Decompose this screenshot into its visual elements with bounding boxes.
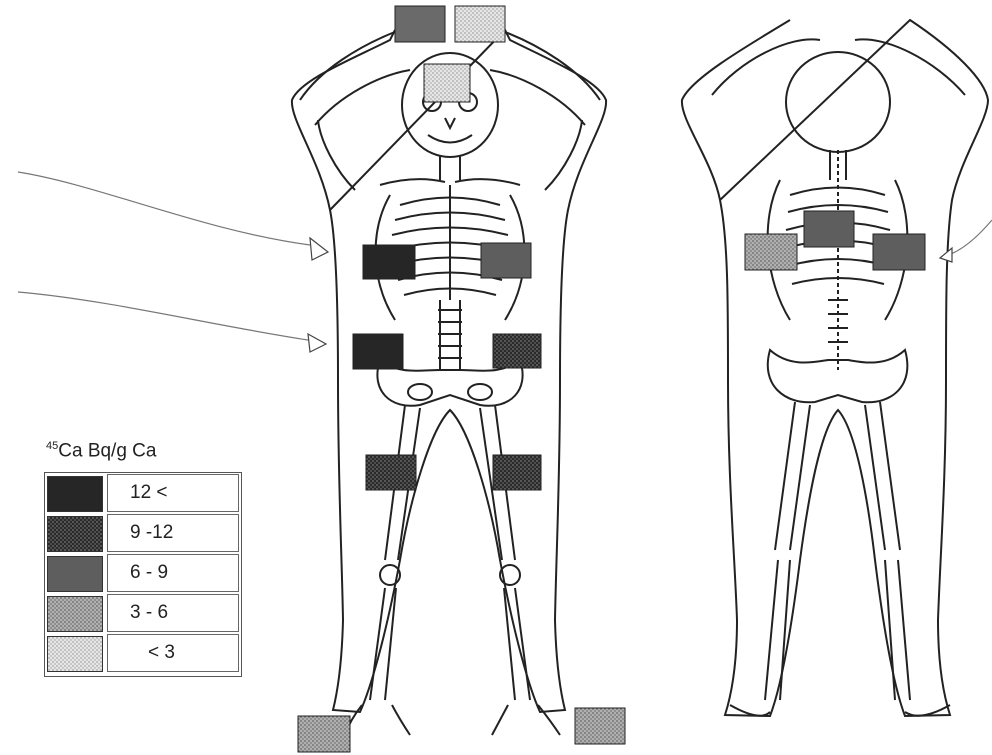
- legend-swatch-low: [47, 596, 103, 632]
- legend-swatch-high: [47, 516, 103, 552]
- sample-hip-left: [493, 334, 541, 368]
- legend-title-text: Ca Bq/g Ca: [58, 440, 156, 461]
- arrow-line-lower: [18, 292, 308, 340]
- sample-back-right: [873, 234, 925, 270]
- sample-back-left: [745, 234, 797, 270]
- legend: 12 < 9 -12 6 - 9 3 - 6 < 3: [44, 472, 242, 677]
- back-figure: [682, 20, 988, 716]
- arrow-head-lower: [308, 334, 326, 352]
- legend-label-low: 3 - 6: [107, 594, 239, 632]
- back-sample-regions: [745, 211, 925, 270]
- legend-swatch-very-low: [47, 636, 103, 672]
- legend-swatch-very-high: [47, 476, 103, 512]
- legend-row-medium: 6 - 9: [45, 553, 241, 593]
- back-body-outline: [682, 20, 988, 716]
- back-skull: [786, 52, 890, 152]
- legend-row-very-low: < 3: [45, 633, 241, 673]
- arrow-head-upper: [310, 238, 328, 260]
- sample-foot-left: [575, 708, 625, 744]
- front-sample-regions: [298, 6, 625, 752]
- front-figure: [292, 30, 606, 735]
- sample-face: [424, 64, 470, 102]
- sample-hip-right: [353, 334, 403, 369]
- legend-swatch-medium: [47, 556, 103, 592]
- sample-head-left: [395, 6, 445, 42]
- legend-label-very-low: < 3: [107, 634, 239, 672]
- back-pelvis: [768, 350, 908, 402]
- arrow-head-right: [940, 248, 952, 262]
- legend-label-medium: 6 - 9: [107, 554, 239, 592]
- arrow-line-upper: [18, 172, 310, 245]
- sample-foot-right: [298, 716, 350, 752]
- sample-chest-right: [363, 245, 415, 279]
- sample-head-right: [455, 6, 505, 42]
- legend-title: 45Ca Bq/g Ca: [46, 440, 156, 462]
- sample-thigh-left: [493, 455, 541, 490]
- legend-row-low: 3 - 6: [45, 593, 241, 633]
- legend-title-superscript: 45: [46, 440, 58, 452]
- legend-row-very-high: 12 <: [45, 473, 241, 513]
- sample-chest-left: [481, 243, 531, 278]
- sample-back-center: [804, 211, 854, 247]
- sample-thigh-right: [366, 455, 416, 490]
- legend-label-very-high: 12 <: [107, 474, 239, 512]
- legend-row-high: 9 -12: [45, 513, 241, 553]
- legend-label-high: 9 -12: [107, 514, 239, 552]
